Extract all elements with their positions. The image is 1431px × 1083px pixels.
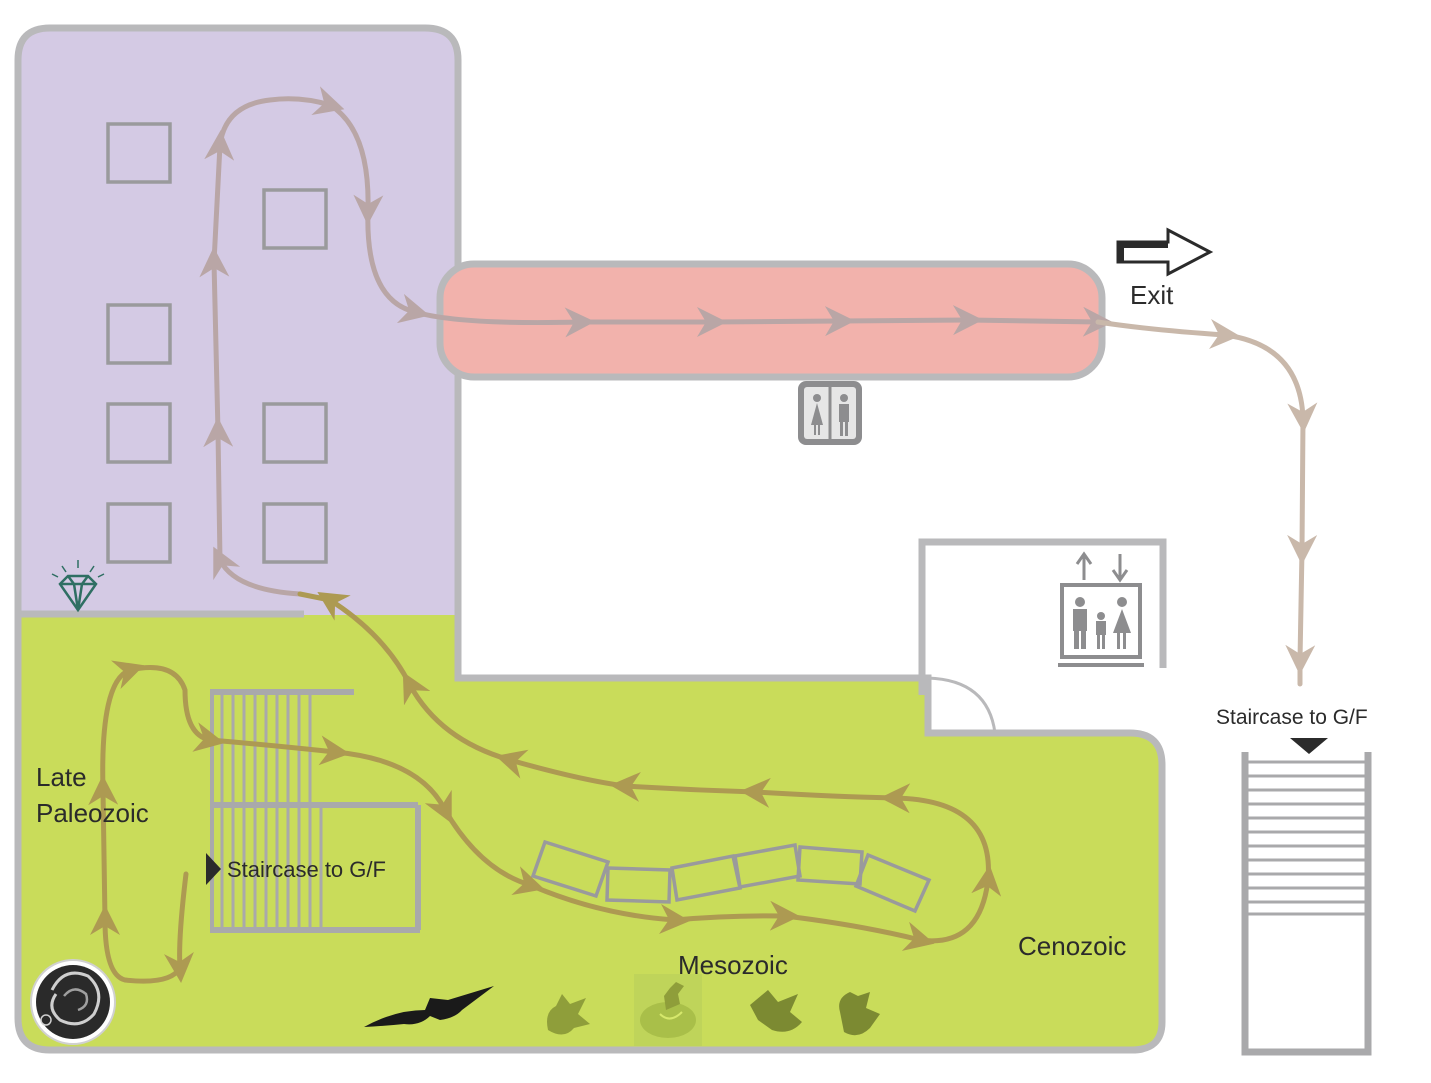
fossil-icon [634, 974, 702, 1046]
route-corridor [412, 305, 1113, 338]
toilet-icon[interactable] [798, 381, 862, 445]
upper-gallery-zone [18, 28, 458, 615]
lift-icon[interactable] [1058, 551, 1144, 667]
late-paleozoic-label-line2: Paleozoic [36, 798, 149, 828]
lower-gallery-zone [18, 615, 1162, 1050]
cenozoic-label: Cenozoic [1018, 931, 1126, 961]
gem-icon [51, 560, 105, 613]
outer-wall [14, 24, 1166, 1054]
ammonite-icon [30, 959, 116, 1045]
display-cases [106, 122, 328, 564]
outer-staircase[interactable] [1241, 752, 1372, 1056]
outer-staircase-label: Staircase to G/F [1216, 706, 1368, 729]
inner-staircase-label: Staircase to G/F [227, 857, 386, 882]
exit-arrow-icon[interactable] [1116, 227, 1214, 277]
door-swing [927, 676, 997, 734]
mesozoic-label: Mesozoic [678, 950, 788, 980]
pterosaur-icon [364, 986, 494, 1027]
outer-staircase-pointer-icon [1290, 738, 1328, 754]
inner-staircase [210, 689, 421, 933]
late-paleozoic-label-line1: Late [36, 762, 87, 792]
exit-label: Exit [1130, 280, 1174, 310]
route-upper-gallery [199, 86, 430, 597]
inner-staircase-pointer-icon [206, 853, 221, 885]
dinosaur-footprint-icon [547, 990, 880, 1036]
route-outside [1095, 319, 1318, 687]
mesozoic-display-cases [530, 839, 932, 914]
lift-room [918, 538, 1167, 695]
route-lower-gallery [88, 591, 1002, 984]
